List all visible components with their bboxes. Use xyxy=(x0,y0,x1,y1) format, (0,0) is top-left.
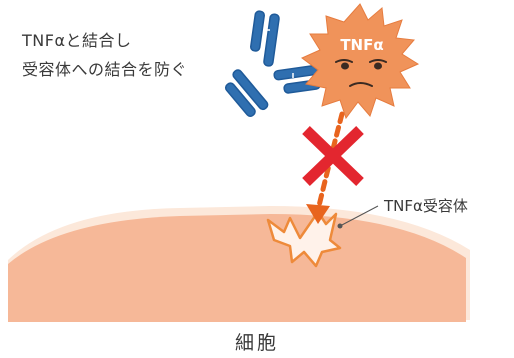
cell-label: 細胞 xyxy=(234,332,279,354)
tnf-body xyxy=(301,3,420,120)
tnf-alpha: TNFα xyxy=(301,3,420,120)
receptor-label: TNFα受容体 xyxy=(384,197,468,215)
receptor-leader xyxy=(337,205,379,229)
caption-line-2: 受容体への結合を防ぐ xyxy=(22,60,188,79)
cell xyxy=(8,206,470,322)
arrow-head xyxy=(306,204,330,224)
caption-line-1: TNFαと結合し xyxy=(22,31,132,50)
tnf-face xyxy=(335,59,387,87)
tnf-label: TNFα xyxy=(340,36,383,54)
receptor-shape xyxy=(266,210,342,268)
tnf-receptor xyxy=(266,210,342,268)
block-x-mark xyxy=(302,126,364,186)
cell-body xyxy=(8,214,466,322)
antibody xyxy=(224,10,321,118)
